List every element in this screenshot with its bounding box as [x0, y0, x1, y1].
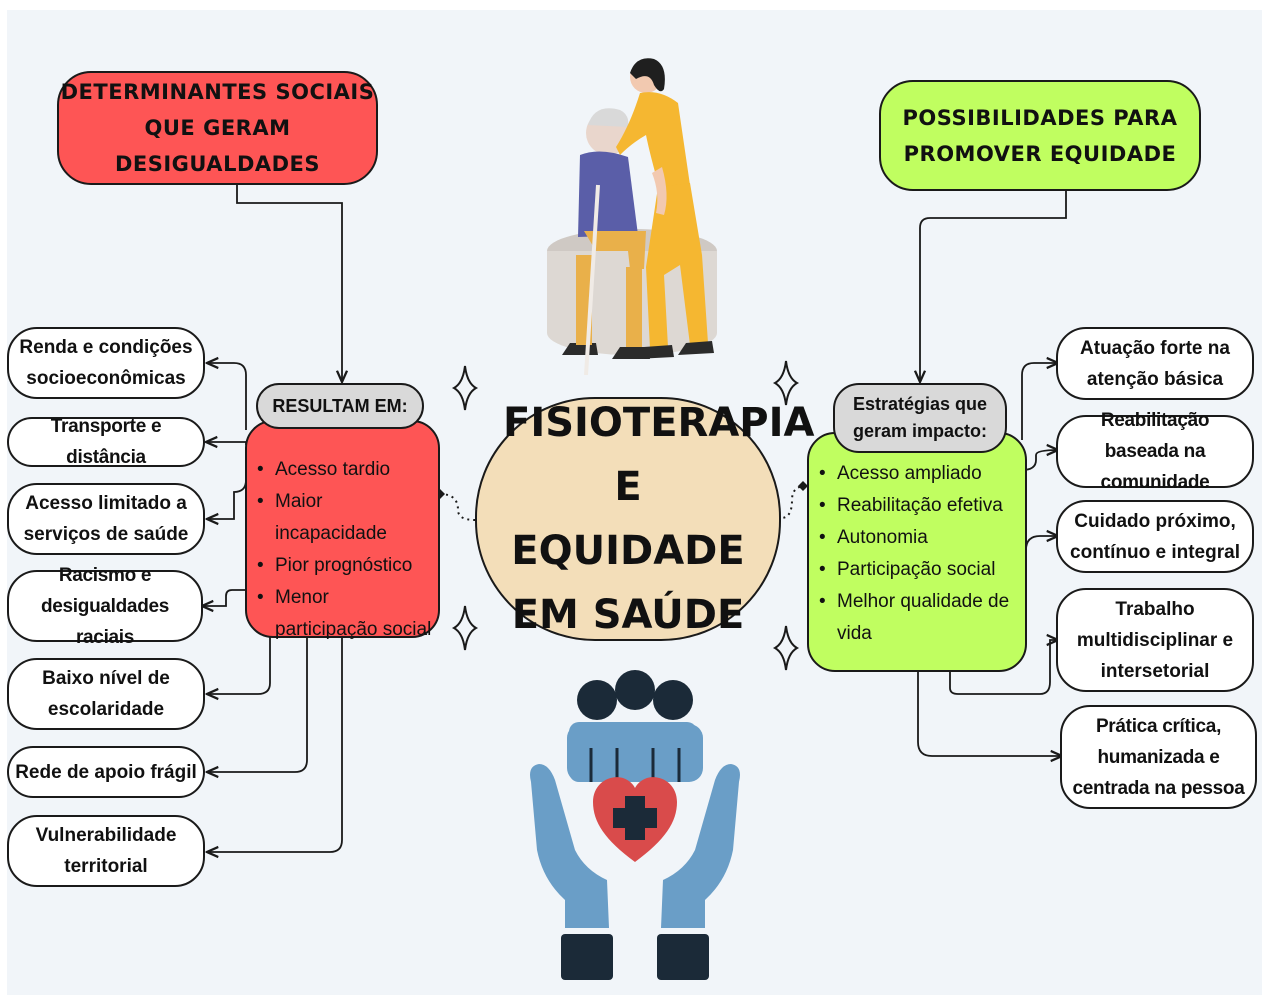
left-leaf-transport: Transporte e distância — [7, 416, 205, 468]
left-leaf-income: Renda e condições socioeconômicas — [7, 327, 205, 399]
list-item: Reabilitação efetiva — [809, 490, 1019, 522]
left-leaf-schooling: Baixo nível de escolaridade — [7, 658, 205, 730]
right-heading: POSSIBILIDADES PARA PROMOVER EQUIDADE — [879, 80, 1201, 191]
left-heading-text: DETERMINANTES SOCIAIS QUE GERAM DESIGUAL… — [60, 80, 375, 176]
right-strategies-panel: Acesso ampliado Reabilitação efetiva Aut… — [807, 432, 1027, 672]
center-topic: FISIOTERAPIA E EQUIDADE EM SAÚDE — [475, 397, 814, 641]
left-leaf-access: Acesso limitado a serviços de saúde — [7, 483, 205, 555]
leaf-text: Atuação forte na atenção básica — [1080, 337, 1230, 390]
list-item: Menor participação social — [247, 582, 434, 646]
leaf-text: Racismo e desigualdades raciais — [40, 564, 170, 648]
leaf-text: Transporte e distância — [50, 416, 162, 468]
list-item: Melhor qualidade de vida — [809, 586, 1019, 650]
list-item: Pior prognóstico — [247, 550, 434, 582]
list-item: Acesso ampliado — [809, 458, 1019, 490]
right-leaf-primary-care: Atuação forte na atenção básica — [1056, 327, 1254, 400]
leaf-text: Trabalho multidisciplinar e intersetoria… — [1076, 598, 1234, 682]
leaf-text: Acesso limitado a serviços de saúde — [23, 493, 189, 545]
leaf-text: Vulnerabilidade territorial — [35, 825, 177, 877]
left-leaf-racism: Racismo e desigualdades raciais — [7, 565, 203, 648]
right-leaf-multidisciplinary: Trabalho multidisciplinar e intersetoria… — [1056, 588, 1254, 692]
list-item: Participação social — [809, 554, 1019, 586]
physiotherapist-illustration-icon — [547, 58, 717, 375]
right-leaf-critical-practice: Prática crítica, humanizada e centrada n… — [1060, 705, 1257, 809]
left-leaf-territorial: Vulnerabilidade territorial — [7, 815, 205, 887]
list-item: Autonomia — [809, 522, 1019, 554]
left-pill: RESULTAM EM: — [256, 383, 424, 429]
right-pill-text: Estratégias que geram impacto: — [852, 394, 988, 441]
leaf-text: Prática crítica, humanizada e centrada n… — [1072, 715, 1245, 799]
right-strategies-list: Acesso ampliado Reabilitação efetiva Aut… — [809, 458, 1019, 650]
right-heading-text: POSSIBILIDADES PARA PROMOVER EQUIDADE — [902, 105, 1178, 166]
leaf-text: Renda e condições socioeconômicas — [19, 337, 193, 389]
left-results-panel: Acesso tardio Maior incapacidade Pior pr… — [245, 420, 440, 640]
leaf-text: Reabilitação baseada na comunidade — [1100, 410, 1210, 493]
leaf-text: Cuidado próximo, contínuo e integral — [1070, 510, 1240, 563]
left-results-list: Acesso tardio Maior incapacidade Pior pr… — [247, 454, 434, 646]
leaf-text: Baixo nível de escolaridade — [42, 668, 170, 720]
right-pill: Estratégias que geram impacto: — [833, 383, 1007, 453]
right-leaf-community-rehab: Reabilitação baseada na comunidade — [1056, 410, 1254, 493]
leaf-text: Rede de apoio frágil — [15, 761, 197, 783]
left-heading: DETERMINANTES SOCIAIS QUE GERAM DESIGUAL… — [57, 71, 378, 185]
center-title: FISIOTERAPIA E EQUIDADE EM SAÚDE — [503, 400, 815, 638]
list-item: Maior incapacidade — [247, 486, 434, 550]
right-leaf-continuous-care: Cuidado próximo, contínuo e integral — [1056, 500, 1254, 573]
left-pill-text: RESULTAM EM: — [272, 396, 408, 416]
left-leaf-support: Rede de apoio frágil — [7, 746, 205, 798]
hands-heart-illustration-icon — [530, 670, 740, 980]
list-item: Acesso tardio — [247, 454, 434, 486]
